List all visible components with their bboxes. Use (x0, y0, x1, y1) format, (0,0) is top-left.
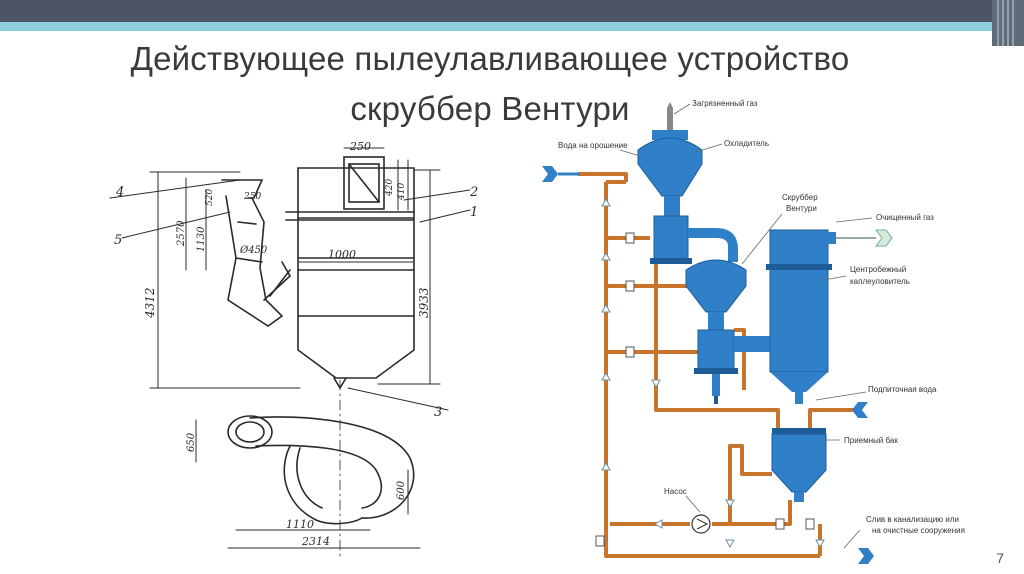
dim-450: Ø450 (239, 245, 268, 256)
plan-dimension-lines (195, 419, 421, 549)
label-pump: Насос (664, 487, 687, 496)
cyclone-body (297, 167, 415, 390)
title-line-2: скруббер Вентури (350, 90, 630, 127)
callout-5: 5 (114, 233, 122, 248)
dim-1000: 1000 (328, 248, 356, 261)
venturi-scrubber-vessel (685, 259, 774, 404)
dim-4312: 4312 (143, 287, 157, 319)
dim-520: 520 (205, 189, 215, 206)
outlet-box (285, 156, 415, 221)
dim-650: 650 (186, 432, 197, 452)
label-dirty-gas: Загрязненный газ (692, 99, 758, 108)
label-venturi-line2: Вентури (786, 204, 817, 213)
corner-decoration (992, 0, 1024, 46)
label-clean-gas: Очищенный газ (876, 213, 934, 222)
callout-1: 1 (470, 205, 478, 220)
dim-420: 420 (385, 179, 395, 197)
flow-arrows (601, 197, 825, 549)
dim-600: 600 (396, 480, 407, 500)
header-accent-strip (0, 22, 1024, 31)
label-centrifugal-line2: каплеуловитель (850, 277, 910, 286)
dim-250-side: 250 (243, 192, 261, 202)
dim-2570: 2570 (176, 220, 187, 247)
slide-number: 7 (996, 550, 1004, 566)
dimension-lines (109, 147, 471, 411)
valves (595, 232, 815, 547)
callout-3: 3 (434, 405, 442, 420)
pump-symbol (691, 514, 711, 534)
callout-2: 2 (469, 185, 478, 200)
dim-1110: 1110 (286, 518, 314, 531)
dim-2314: 2314 (301, 535, 330, 548)
inlet-chevrons (542, 166, 893, 564)
plan-view (227, 415, 415, 525)
label-irrigation-water: Вода на орошение (558, 141, 628, 150)
label-centrifugal-line1: Центробежный (850, 265, 906, 274)
label-leaders (619, 103, 873, 549)
callout-4: 4 (115, 185, 124, 200)
dim-250-top: 250 (349, 140, 371, 153)
title-line-1: Действующее пылеулавливающее устройство (130, 40, 850, 77)
label-makeup-water: Подпиточная вода (868, 385, 937, 394)
dim-410: 410 (397, 183, 407, 201)
centrifugal-separator-vessel (766, 229, 836, 404)
label-drain-line2: на очистные сооружения (872, 526, 965, 535)
label-drain-line1: Слив в канализацию или (866, 515, 959, 524)
venturi-tube (221, 179, 292, 327)
header-bar (0, 0, 1024, 22)
slide-title: Действующее пылеулавливающее устройство … (0, 34, 980, 134)
cooler-vessel (637, 102, 738, 264)
receiving-tank-vessel (771, 428, 827, 502)
label-venturi-line1: Скруббер (782, 193, 818, 202)
label-cooler: Охладитель (724, 139, 769, 148)
dim-3933: 3933 (417, 287, 431, 318)
label-receiving-tank: Приемный бак (844, 436, 898, 445)
dim-1130: 1130 (196, 226, 207, 252)
